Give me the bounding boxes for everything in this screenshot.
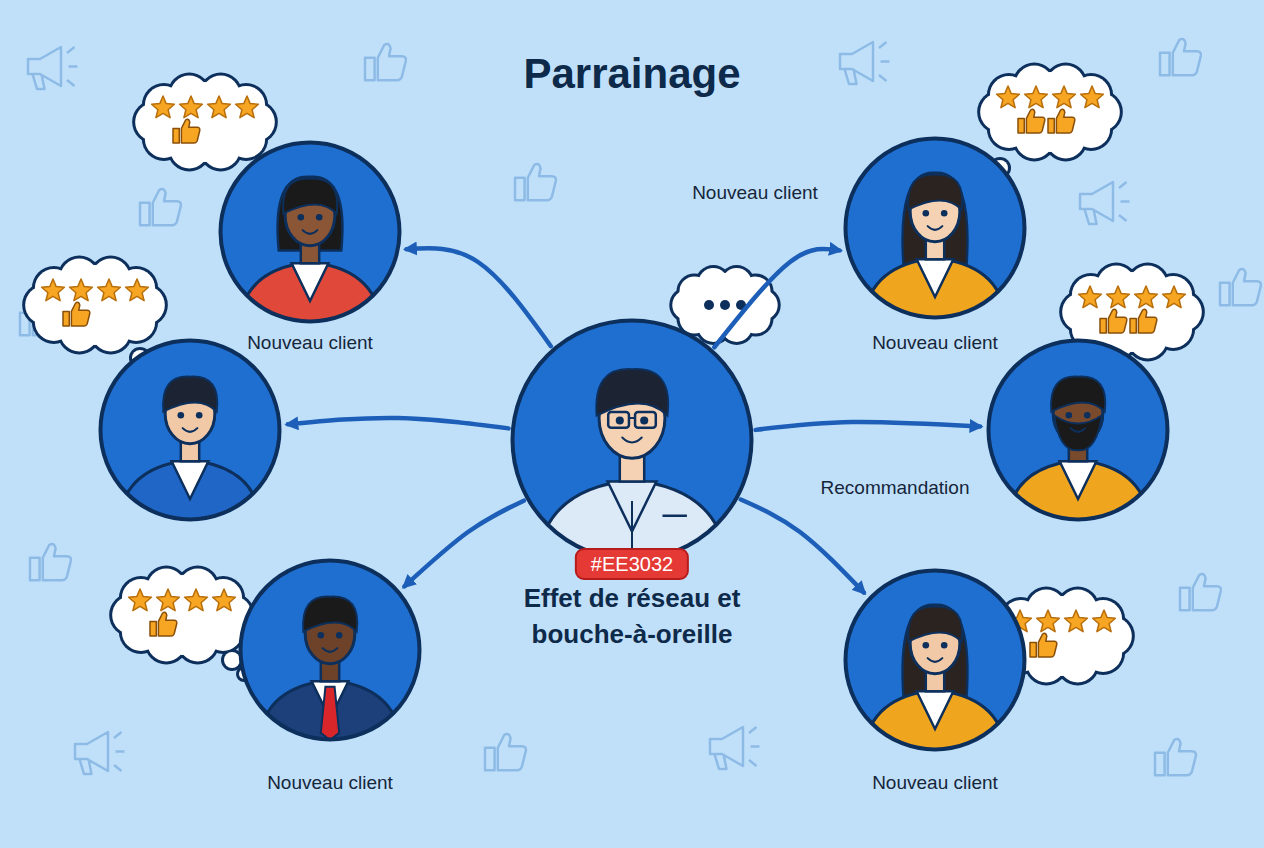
client-circle: Nouveau client <box>218 140 402 324</box>
thumb-icon <box>30 544 71 580</box>
megaphone-icon <box>840 42 890 84</box>
thumb-icon <box>1155 739 1196 775</box>
person-illustration <box>843 136 1027 320</box>
referral-arrow <box>741 500 864 593</box>
person-illustration <box>986 338 1170 522</box>
thumb-icon <box>140 189 181 225</box>
megaphone-icon <box>710 727 760 769</box>
client-circle: Nouveau client <box>843 568 1027 752</box>
referrer-circle: #EE3032Effet de réseau et bouche-à-oreil… <box>510 318 754 562</box>
megaphone-icon <box>28 47 78 89</box>
person-illustration <box>510 318 754 562</box>
megaphone-icon <box>75 732 125 774</box>
referral-arrow <box>288 418 509 428</box>
referral-arrow <box>756 422 980 430</box>
client-circle <box>986 338 1170 522</box>
client-label: Nouveau client <box>872 332 998 354</box>
thumb-icon <box>365 44 406 80</box>
code-tag: #EE3032 <box>575 548 689 580</box>
person-illustration <box>238 558 422 742</box>
thumb-icon <box>485 734 526 770</box>
diagram-title: Parrainage <box>0 50 1264 98</box>
person-illustration <box>843 568 1027 752</box>
referral-arrow <box>406 248 550 346</box>
client-label: Nouveau client <box>267 772 393 794</box>
thumb-icon <box>1220 269 1261 305</box>
megaphone-icon <box>1080 182 1130 224</box>
person-illustration <box>98 338 282 522</box>
thumb-icon <box>1160 39 1201 75</box>
thought-bubble <box>109 566 255 682</box>
thumb-icon <box>515 164 556 200</box>
client-label: Nouveau client <box>872 772 998 794</box>
client-circle <box>98 338 282 522</box>
client-circle: Nouveau client <box>238 558 422 742</box>
caption-text: Effet de réseau et bouche-à-oreille <box>487 580 777 652</box>
edge-label: Recommandation <box>817 476 974 500</box>
thumb-icon <box>1180 574 1221 610</box>
client-circle: Nouveau client <box>843 136 1027 320</box>
referral-arrow <box>714 249 839 347</box>
edge-label: Nouveau client <box>688 181 822 205</box>
person-illustration <box>218 140 402 324</box>
referral-arrow <box>404 501 523 587</box>
client-label: Nouveau client <box>247 332 373 354</box>
